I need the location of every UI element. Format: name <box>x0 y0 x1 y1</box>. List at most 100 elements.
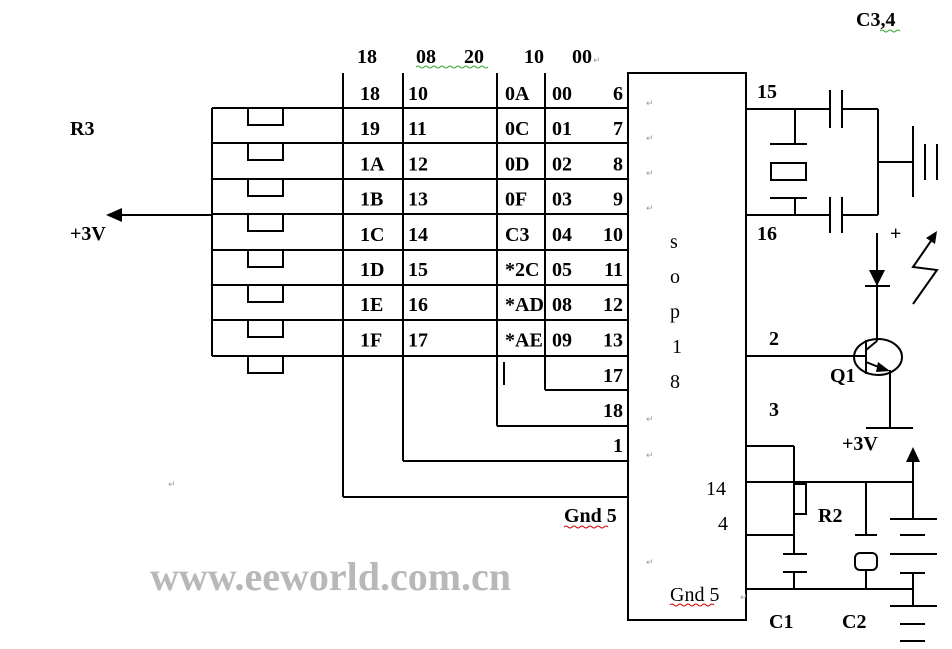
header-cell: 08 <box>416 46 436 68</box>
pin-label: 1 <box>613 435 623 457</box>
resistor <box>247 249 284 268</box>
table-cell: 0F <box>505 189 527 211</box>
resistor-r2 <box>793 483 807 515</box>
table-cell: 00 <box>552 83 572 105</box>
chip-char: 8 <box>670 371 680 393</box>
table-cell: 12 <box>603 294 623 316</box>
table-cell: 7 <box>613 118 623 140</box>
header-row: 18 08 20 10 00 ↵ <box>357 46 601 69</box>
svg-text:↵: ↵ <box>646 558 654 568</box>
table-cell: 04 <box>552 224 572 246</box>
table-cell: 01 <box>552 118 572 140</box>
resistor <box>247 213 284 232</box>
chip-pin14-label: 14 <box>706 478 726 500</box>
diode-icon <box>869 270 885 286</box>
c34-label: C3,4 <box>856 9 895 31</box>
table-cell: 10 <box>603 224 623 246</box>
table-cell: 11 <box>408 118 427 140</box>
table-cell: 6 <box>613 83 623 105</box>
crystal <box>770 162 807 181</box>
table-cell: 0C <box>505 118 529 140</box>
pin3-label: 3 <box>769 399 779 421</box>
chip-char: o <box>670 266 680 288</box>
svg-text:↵: ↵ <box>646 134 654 144</box>
chip-type-label: s o p 1 8 <box>670 231 682 393</box>
table-cell: 16 <box>408 294 428 316</box>
table-cell: 1E <box>360 294 383 316</box>
svg-text:↵: ↵ <box>646 451 654 461</box>
table-cell: 05 <box>552 259 572 281</box>
c2-label: C2 <box>842 611 866 633</box>
gnd-label-inside: Gnd 5 <box>670 584 719 606</box>
pin16-label: 16 <box>757 223 777 245</box>
table-cell: 13 <box>603 329 623 351</box>
table-cell: 13 <box>408 189 428 211</box>
watermark: www.eeworld.com.cn <box>150 554 511 599</box>
chip-char: p <box>670 301 680 323</box>
pin-label: 17 <box>603 365 623 387</box>
table-cell: 15 <box>408 259 428 281</box>
r3-resistor-network <box>106 107 628 374</box>
table-cell: 03 <box>552 189 572 211</box>
arrow-left-icon <box>106 208 122 222</box>
svg-text:↵: ↵ <box>646 99 654 109</box>
resistor <box>247 319 284 338</box>
supply-label-right: +3V <box>842 433 878 455</box>
table-cell: 02 <box>552 153 572 175</box>
chip-char: 1 <box>672 336 682 358</box>
header-cell: 10 <box>524 46 544 68</box>
svg-text:↵: ↵ <box>646 415 654 425</box>
table-cell: 11 <box>604 259 623 281</box>
table-cell: *AD <box>505 294 544 316</box>
return-marks: ↵↵↵ ↵↵↵ ↵↵ <box>646 99 748 603</box>
svg-text:↵: ↵ <box>646 169 654 179</box>
table-cell: *AE <box>505 329 543 351</box>
capacitor-c2 <box>854 552 878 571</box>
table-cell: 1F <box>360 329 382 351</box>
c1-label: C1 <box>769 611 793 633</box>
header-cell: 20 <box>464 46 484 68</box>
chip-pin4-label: 4 <box>718 513 728 535</box>
resistor <box>247 284 284 303</box>
gnd-label-outside: Gnd 5 <box>564 505 617 527</box>
table-cell: 0D <box>505 153 529 175</box>
arrow-up-icon <box>906 447 920 462</box>
table-cell: 1A <box>360 153 385 175</box>
table-cell: 9 <box>613 189 623 211</box>
table-cell: 14 <box>408 224 428 246</box>
table-cell: 08 <box>552 294 572 316</box>
header-cell: 00 <box>572 46 592 68</box>
r3-label: R3 <box>70 118 94 140</box>
spellcheck-underline <box>669 603 715 607</box>
pin-table-grid <box>342 73 628 498</box>
table-cell: 1D <box>360 259 384 281</box>
table-cell: 1B <box>360 189 383 211</box>
table-cell: 12 <box>408 153 428 175</box>
sop18-chip <box>627 72 747 621</box>
chip-char: s <box>670 231 678 253</box>
table-cell: 09 <box>552 329 572 351</box>
return-mark: ↵ <box>593 56 601 66</box>
table-cell: C3 <box>505 224 529 246</box>
reset-power-circuit <box>746 445 937 642</box>
return-mark: ↵ <box>168 480 176 490</box>
supply-label-left: +3V <box>70 223 106 245</box>
table-cell: *2C <box>505 259 539 281</box>
plus-label: + <box>890 223 901 245</box>
table-cell: 8 <box>613 153 623 175</box>
led-transistor-circuit <box>746 231 939 429</box>
pin-label: 18 <box>603 400 623 422</box>
header-cell: 18 <box>357 46 377 68</box>
resistor <box>247 178 284 197</box>
spellcheck-underline <box>879 29 901 33</box>
svg-text:↵: ↵ <box>740 593 748 603</box>
oscillator-circuit <box>746 90 938 233</box>
table-cell: 10 <box>408 83 428 105</box>
table-cell: 1C <box>360 224 384 246</box>
spellcheck-underline <box>563 525 609 529</box>
pin15-label: 15 <box>757 81 777 103</box>
pin2-label: 2 <box>769 328 779 350</box>
spellcheck-underline <box>415 65 489 69</box>
